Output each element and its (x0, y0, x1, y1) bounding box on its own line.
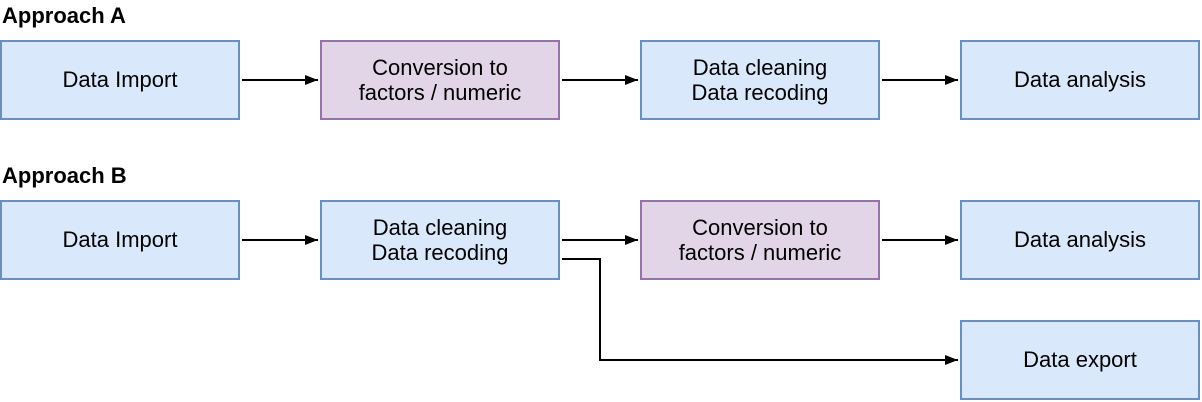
node-a-cleaning-recoding: Data cleaning Data recoding (640, 40, 880, 120)
node-label: Data analysis (1013, 227, 1147, 253)
approach-b-title: Approach B (2, 163, 127, 188)
node-b-data-export: Data export (960, 320, 1200, 400)
node-label: Data export (1023, 347, 1137, 373)
node-b-data-analysis: Data analysis (960, 200, 1200, 280)
node-label: Data Import (62, 67, 178, 93)
node-label: Data cleaning Data recoding (371, 214, 509, 265)
node-a-data-import: Data Import (0, 40, 240, 120)
node-b-cleaning-recoding: Data cleaning Data recoding (320, 200, 560, 280)
node-label: Data cleaning Data recoding (691, 54, 829, 105)
approach-a-title: Approach A (2, 3, 126, 28)
node-b-data-import: Data Import (0, 200, 240, 280)
node-b-conversion: Conversion to factors / numeric (640, 200, 880, 280)
node-label: Conversion to factors / numeric (358, 54, 522, 105)
node-label: Conversion to factors / numeric (678, 214, 842, 265)
node-a-data-analysis: Data analysis (960, 40, 1200, 120)
node-label: Data Import (62, 227, 178, 253)
node-a-conversion: Conversion to factors / numeric (320, 40, 560, 120)
node-label: Data analysis (1013, 67, 1147, 93)
